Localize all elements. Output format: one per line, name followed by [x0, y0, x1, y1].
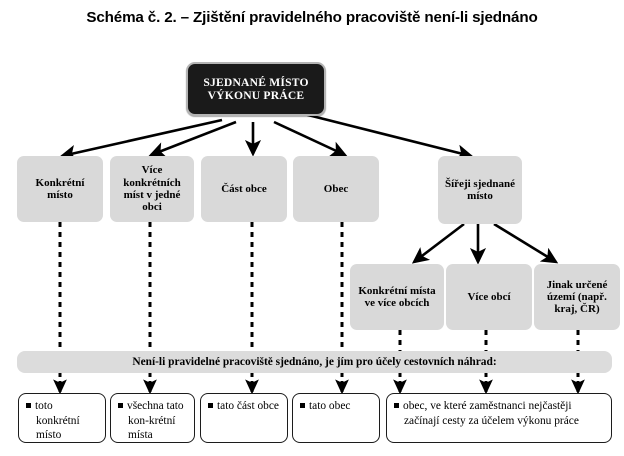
node-obec-label: Obec	[323, 182, 349, 195]
page-title: Schéma č. 2. – Zjištění pravidelného pra…	[86, 9, 538, 26]
arrow-root-to-sireji	[299, 111, 474, 161]
node-sireji-sjednane-misto-label: Šířeji sjednané místo	[445, 177, 515, 202]
leaf-toto-konkretni-misto-label: toto konkrétní místo	[35, 400, 80, 442]
bullet-icon	[208, 403, 213, 408]
node-vice-obci[interactable]: Více obcí	[446, 264, 532, 330]
leaf-vsechna-tato-konkretni-mista[interactable]: všechna tato kon-krétní místa	[110, 393, 195, 443]
arrow-root-to-konkretni-misto	[59, 118, 223, 161]
node-konkretni-misto[interactable]: Konkrétní místo	[17, 156, 103, 222]
node-vice-konkretnich-mist[interactable]: Více konkrétních míst v jedné obci	[110, 156, 194, 222]
node-sjednane-misto-vykonu-prace[interactable]: SJEDNANÉ MÍSTO VÝKONU PRÁCE	[186, 62, 326, 116]
arrow-sireji-to-jinak-urcene	[493, 222, 559, 264]
leaf-obec-nejcasteji-label: obec, ve které zaměstnanci nejčastěji za…	[403, 400, 579, 427]
leaf-tato-cast-obce-label: tato část obce	[217, 400, 279, 412]
node-vice-konkretnich-mist-label: Více konkrétních míst v jedné obci	[123, 164, 181, 214]
summary-bar-label: Není-li pravidelné pracoviště sjednáno, …	[132, 355, 497, 368]
arrow-root-to-obec	[273, 120, 348, 157]
node-cast-obce-label: Část obce	[221, 182, 267, 195]
leaf-toto-konkretni-misto[interactable]: toto konkrétní místo	[18, 393, 106, 443]
leaf-vsechna-tato-konkretni-mista-label: všechna tato kon-krétní místa	[127, 400, 184, 442]
arrow-root-to-vice-konkretnich-mist	[148, 120, 237, 158]
leaf-tato-obec[interactable]: tato obec	[292, 393, 380, 443]
node-cast-obce[interactable]: Část obce	[201, 156, 287, 222]
node-jinak-urcene-uzemi[interactable]: Jinak určené území (např. kraj, ČR)	[534, 264, 620, 330]
dashed-level2-to-bar	[58, 222, 344, 351]
bullet-icon	[26, 403, 31, 408]
arrows-root-to-level2	[59, 111, 474, 161]
node-obec[interactable]: Obec	[293, 156, 379, 222]
node-konkretni-misto-label: Konkrétní místo	[35, 176, 85, 201]
arrows-sireji-to-level3	[411, 222, 559, 265]
dashed-level3-to-bar	[398, 330, 580, 351]
leaf-tato-cast-obce[interactable]: tato část obce	[200, 393, 288, 443]
node-sireji-sjednane-misto[interactable]: Šířeji sjednané místo	[438, 156, 522, 224]
node-vice-obci-label: Více obcí	[467, 290, 511, 303]
node-jinak-urcene-uzemi-label: Jinak určené území (např. kraj, ČR)	[546, 278, 608, 316]
arrow-sireji-to-konkretni-mista	[411, 222, 465, 264]
root-label-line2: VÝKONU PRÁCE	[207, 89, 305, 102]
root-label-line1: SJEDNANÉ MÍSTO	[203, 76, 309, 90]
dashed-bar-to-leaves	[53, 373, 585, 395]
bullet-icon	[394, 403, 399, 408]
leaf-tato-obec-label: tato obec	[309, 400, 351, 412]
node-konkretni-mista-ve-vice-obcich[interactable]: Konkrétní místa ve více obcích	[350, 264, 444, 330]
bullet-icon	[118, 403, 123, 408]
leaf-obec-nejcasteji[interactable]: obec, ve které zaměstnanci nejčastěji za…	[386, 393, 612, 443]
summary-bar: Není-li pravidelné pracoviště sjednáno, …	[17, 351, 612, 373]
node-konkretni-mista-ve-vice-obcich-label: Konkrétní místa ve více obcích	[358, 284, 436, 309]
bullet-icon	[300, 403, 305, 408]
